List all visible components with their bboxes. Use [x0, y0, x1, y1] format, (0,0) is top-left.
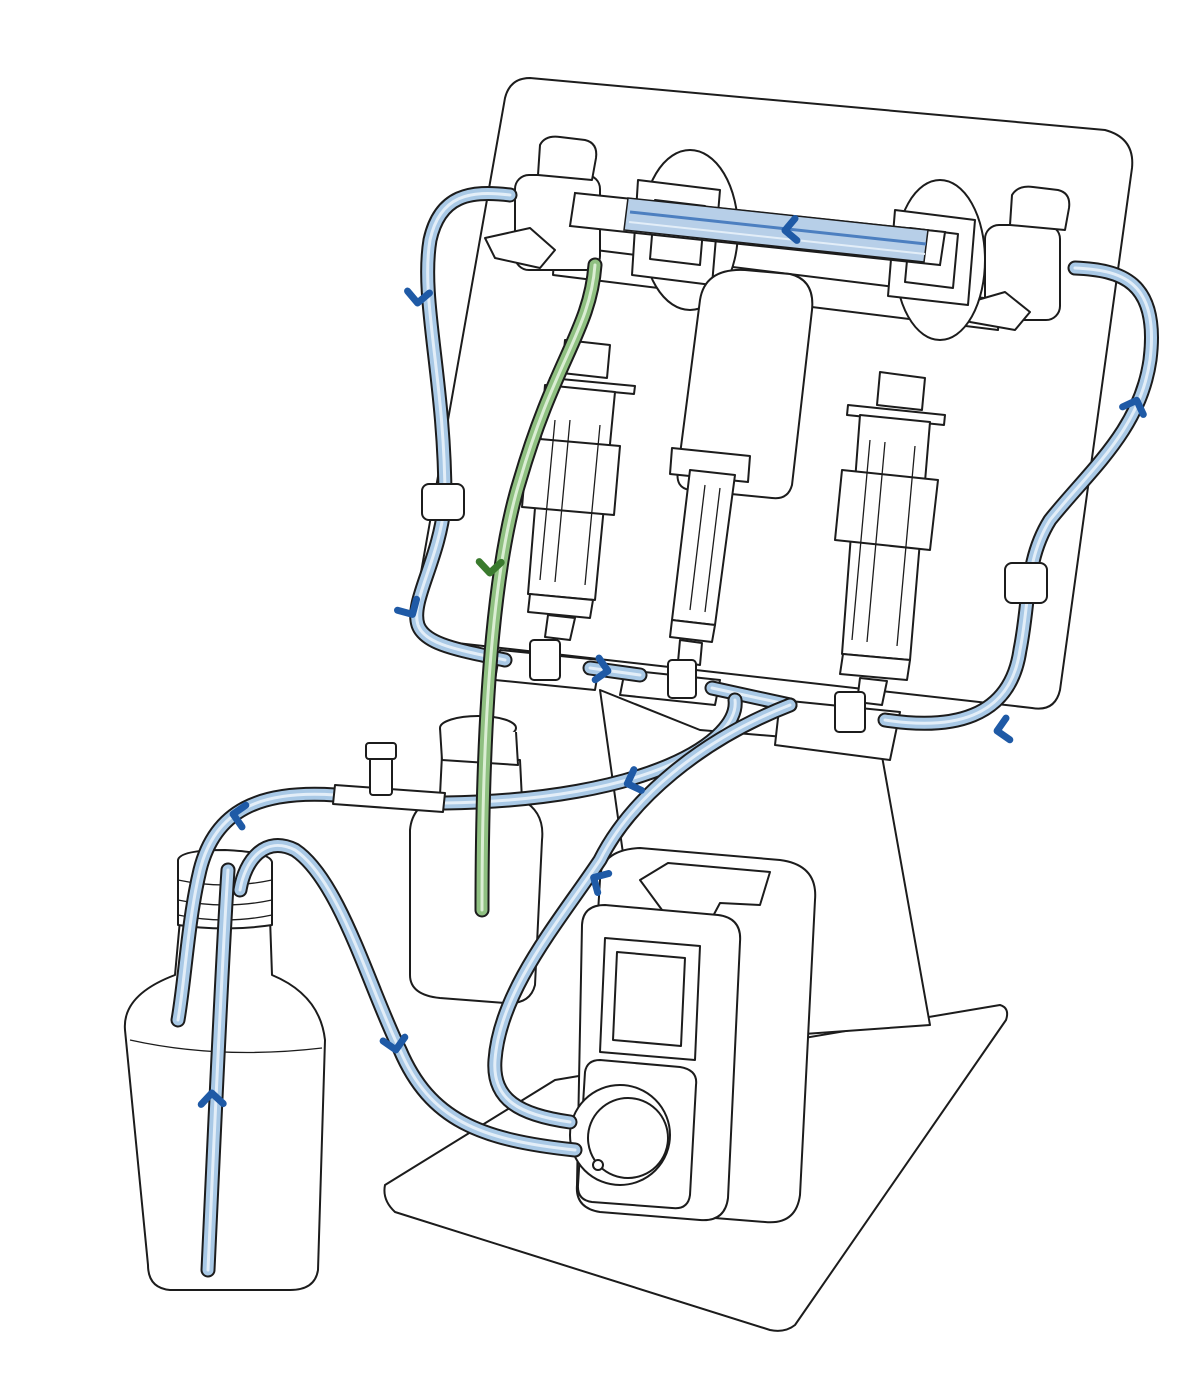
arrow-manifold-return-chevron-arrow-icon	[623, 766, 645, 794]
t-junction	[332, 742, 446, 813]
arrow-green-chevron-arrow-icon	[475, 558, 505, 577]
arrow-bottle-dip-chevron-arrow-icon	[197, 1089, 227, 1108]
connector-right	[1004, 562, 1048, 604]
tube-manifold-to-tjunction	[437, 692, 743, 811]
tubing-green	[474, 257, 603, 918]
syringe-right	[834, 371, 946, 706]
arrow-pump-out-chevron-arrow-icon	[379, 1033, 409, 1054]
arrow-left-lower-chevron-arrow-icon	[393, 595, 421, 618]
connector-left	[421, 483, 465, 521]
tube-bottle-dip	[200, 862, 236, 1278]
arrow-pump-in-chevron-arrow-icon	[590, 869, 613, 897]
arrow-right-upper-chevron-arrow-icon	[1119, 396, 1147, 418]
arrow-left-upper-chevron-arrow-icon	[404, 287, 433, 307]
arrow-valve-center-chevron-arrow-icon	[591, 654, 612, 684]
peristaltic-pump	[569, 847, 817, 1224]
syringe-left	[521, 339, 636, 641]
tube-right-loop	[877, 260, 1159, 731]
valve-blocks	[494, 639, 901, 761]
arrow-tjunction-chevron-arrow-icon	[229, 801, 250, 831]
tube-valve-left-to-center	[582, 660, 648, 683]
arrow-column-chevron-arrow-icon	[781, 215, 801, 244]
tube-pump-to-bottle	[232, 838, 583, 1158]
tube-tjunction-to-bottle	[170, 786, 343, 1028]
tube-column-to-left	[409, 185, 518, 668]
arrow-right-lower-chevron-arrow-icon	[993, 714, 1014, 744]
tubing-blue	[170, 185, 1159, 1278]
syringe-center	[669, 469, 736, 666]
tube-green-drain	[474, 257, 603, 918]
tube-valve-to-pump	[487, 697, 798, 1130]
flow-arrows	[197, 215, 1147, 1108]
